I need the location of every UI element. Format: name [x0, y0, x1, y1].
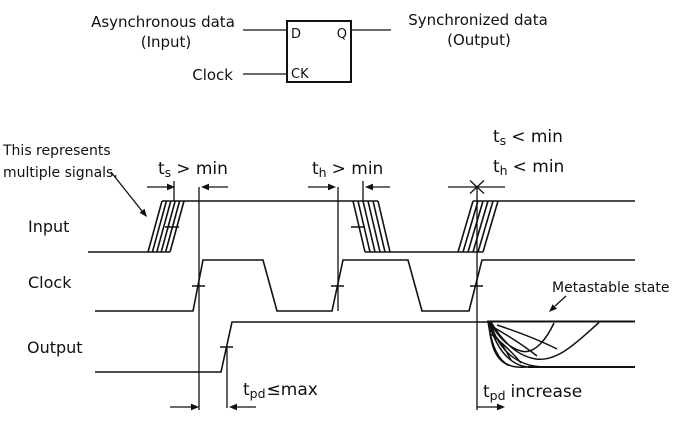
clock-edge-reference-lines: [173, 181, 478, 410]
input-rise-hatch-2: [457, 200, 499, 253]
output-waveform: [95, 320, 635, 373]
sync-data-label-line1: Synchronized data: [408, 11, 548, 29]
timing-diagram: This represents multiple signals. Input …: [2, 127, 669, 411]
metastable-region: [487, 320, 635, 369]
timing-annotations: ts> min th> min ts< min th< min tpd≤max …: [158, 127, 669, 403]
hold-arrowhead-right-icon: [328, 183, 336, 191]
dimension-markers: [147, 180, 505, 411]
flipflop-diagram: Asynchronous data (Input) Clock Synchron…: [91, 11, 548, 84]
dff-box: [286, 20, 352, 83]
tpd-arrowhead-left-icon: [229, 403, 237, 411]
setup-arrowhead-right-icon: [167, 183, 175, 191]
async-data-label-line1: Asynchronous data: [91, 13, 235, 31]
tpd-arrowhead-right-icon: [191, 403, 199, 411]
input-levels: [88, 200, 635, 253]
metastable-arrowhead-icon: [549, 304, 557, 312]
dff-pin-ck: CK: [291, 67, 309, 82]
note-leader-arrow: [110, 171, 143, 212]
flipflop-wires: [243, 29, 391, 75]
multi-signal-note-line2: multiple signals.: [3, 165, 118, 181]
dff-pin-d: D: [291, 27, 301, 42]
output-signal-label: Output: [27, 338, 83, 357]
transition-tick-marks: [165, 226, 483, 348]
metastable-trajectories: [487, 321, 600, 369]
note-arrowhead-icon: [139, 208, 147, 217]
clock-signal-label: Clock: [28, 273, 72, 292]
hold-violation-label: th< min: [493, 157, 564, 178]
metastable-leader-arrow: [554, 295, 567, 307]
dff-pin-q: Q: [337, 27, 347, 42]
dimension-shafts: [147, 186, 505, 408]
sync-data-label-line2: (Output): [447, 31, 511, 49]
hold-ok-label: th> min: [312, 159, 383, 180]
hold-arrowhead-left-icon: [365, 183, 373, 191]
setup-ok-label: ts> min: [158, 159, 228, 180]
setup-violation-label: ts< min: [493, 127, 563, 148]
multi-signal-note-line1: This represents: [2, 143, 111, 159]
async-data-label-line2: (Input): [141, 33, 192, 51]
input-signal-label: Input: [28, 217, 69, 236]
metastable-state-label: Metastable state: [552, 280, 669, 296]
flipflop-clock-label: Clock: [192, 66, 233, 84]
zero-margin-cross-icon: [469, 180, 485, 194]
setup-arrowhead-left-icon: [201, 183, 209, 191]
output-normal-trace: [95, 321, 487, 373]
metastable-cross-arcs: [488, 324, 558, 364]
tpd-increase-arrowhead-icon: [497, 403, 505, 411]
tpd-max-label: tpd≤max: [243, 380, 318, 401]
